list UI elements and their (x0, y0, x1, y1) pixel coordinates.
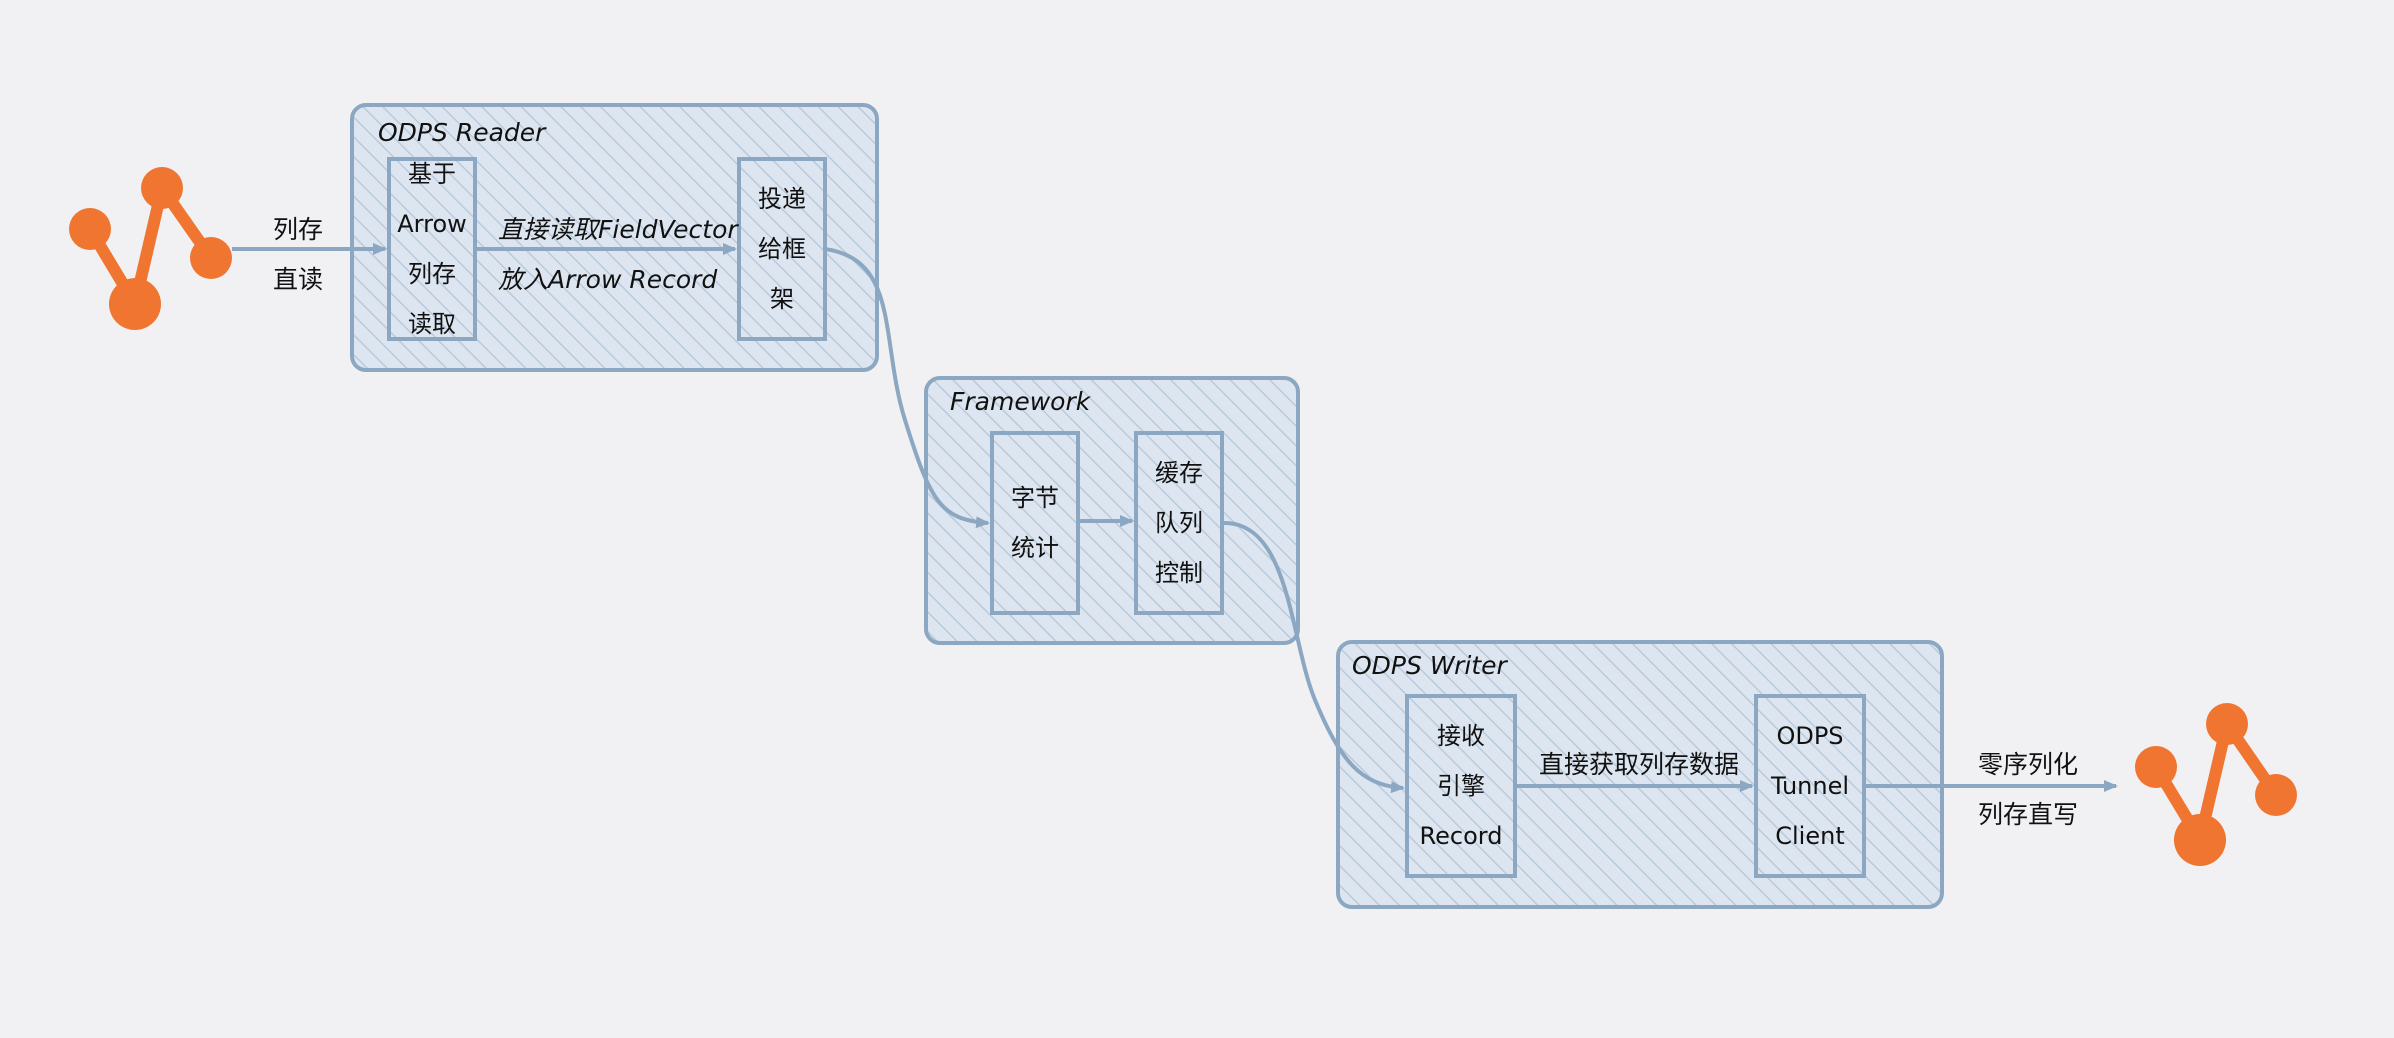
odps-logo-icon (69, 167, 232, 330)
group-framework-title: Framework (950, 387, 1091, 416)
node-receive-record: 接收 引擎 Record (1419, 722, 1503, 850)
node-byte-stats: 字节 统计 (1011, 484, 1059, 562)
edge-deliver-to-byte-stats (824, 247, 990, 529)
edge-label-columnar-data: 直接获取列存数据 (1538, 750, 1739, 779)
node-deliver-box (737, 157, 827, 341)
group-writer-title: ODPS Writer (1352, 651, 1507, 680)
node-buffer-queue: 缓存 队列 控制 (1155, 459, 1203, 587)
node-deliver: 投递 给框 架 (758, 185, 806, 313)
node-buffer-queue-box (1134, 431, 1224, 615)
node-arrow-reader: 基于 Arrow 列存 读取 (397, 160, 467, 338)
group-framework-box (924, 376, 1300, 645)
edge-label-zero-serialization: 零序列化 列存直写 (1977, 750, 2078, 829)
edge-queue-to-receive (1221, 520, 1405, 794)
edge-label-field-vector: 直接读取FieldVector 放入Arrow Record (498, 215, 738, 294)
node-receive-record-box (1405, 694, 1517, 878)
odps-logo-icon (2135, 703, 2297, 866)
node-tunnel-client: ODPS Tunnel Client (1770, 722, 1850, 850)
edge-label-columnar-read: 列存 直读 (272, 215, 323, 294)
node-tunnel-client-box (1754, 694, 1866, 878)
node-byte-stats-box (990, 431, 1080, 615)
group-reader-title: ODPS Reader (378, 118, 546, 147)
